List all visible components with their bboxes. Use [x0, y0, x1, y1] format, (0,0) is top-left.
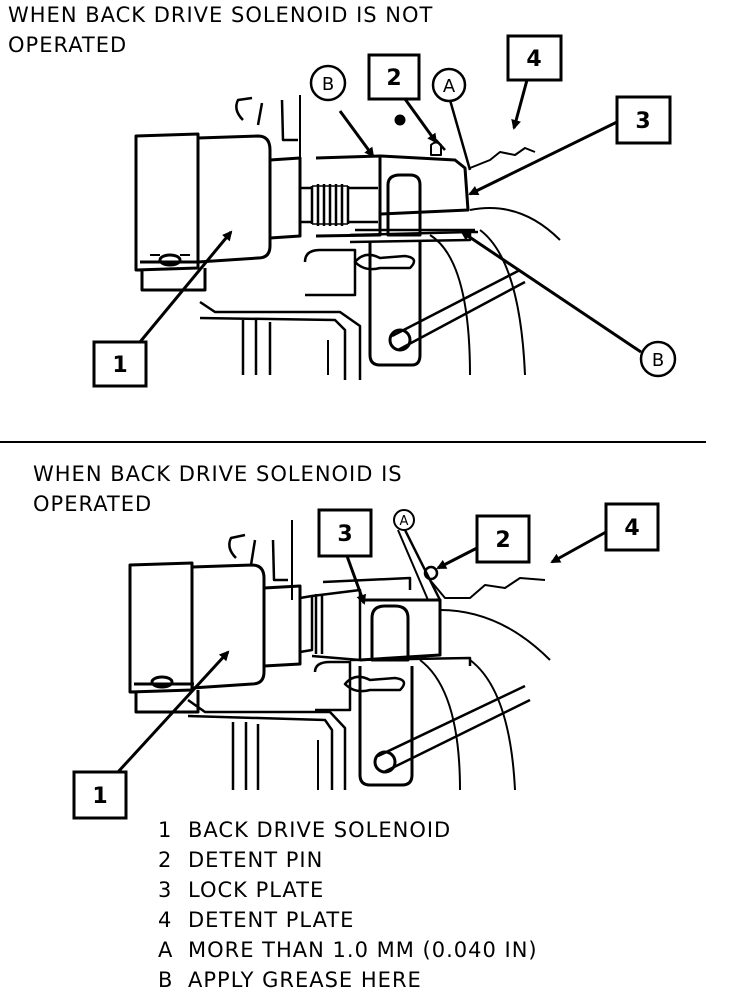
legend-text-1: BACK DRIVE SOLENOID: [188, 818, 452, 842]
bottom-callout-4-label: 4: [624, 516, 639, 541]
top-callout-b-right-circle: [639, 340, 677, 378]
legend-item-1: 1 BACK DRIVE SOLENOID: [158, 815, 538, 845]
top-caption-line2: OPERATED: [8, 33, 128, 57]
bottom-callout-a-label: A: [400, 514, 409, 529]
top-spring: [300, 184, 350, 226]
figure-divider: [0, 441, 706, 443]
bottom-callout-4-leader: [550, 530, 607, 564]
top-callout-2-label: 2: [386, 66, 401, 91]
top-callout-b-right-label: B: [652, 350, 664, 371]
top-callout-b-left-leader: [338, 110, 375, 158]
top-callout-b-left-label: B: [322, 74, 334, 95]
legend: 1 BACK DRIVE SOLENOID 2 DETENT PIN 3 LOCK P…: [158, 815, 538, 995]
legend-key-1: 1: [158, 818, 173, 842]
legend-key-4: 4: [158, 908, 173, 932]
top-callout-labels: 1 2 3 4 A B B: [112, 47, 664, 378]
bottom-callout-a-circle: [393, 509, 415, 531]
bottom-solenoid: [128, 561, 302, 714]
bottom-caption-line1: WHEN BACK DRIVE SOLENOID IS: [33, 462, 403, 486]
legend-item-b: B APPLY GREASE HERE: [158, 965, 538, 995]
bottom-callout-2-label: 2: [495, 528, 510, 553]
top-callout-4-box: [506, 34, 563, 82]
legend-text-b: APPLY GREASE HERE: [188, 968, 422, 992]
bottom-callout-labels: 1 2 3 4 A: [92, 514, 639, 809]
top-callouts: [92, 34, 677, 388]
bottom-caption-line2: OPERATED: [33, 492, 153, 516]
bottom-callout-3-label: 3: [337, 522, 352, 547]
bottom-callout-1-box: [72, 770, 128, 820]
bottom-figure: [128, 520, 551, 791]
legend-key-a: A: [158, 938, 174, 962]
bottom-callout-2-leader: [436, 546, 478, 570]
bottom-callout-1-leader: [116, 650, 230, 774]
top-callout-4-leader: [511, 79, 529, 130]
top-caption-line1: WHEN BACK DRIVE SOLENOID IS NOT: [8, 3, 434, 27]
legend-key-3: 3: [158, 878, 173, 902]
top-figure: [134, 95, 561, 380]
legend-key-b: B: [158, 968, 174, 992]
bottom-callout-3-leader: [345, 555, 366, 605]
bottom-callout-1-label: 1: [92, 784, 107, 809]
top-callout-1-leader: [138, 230, 233, 343]
top-solenoid: [134, 132, 302, 292]
bottom-figure-caption: WHEN BACK DRIVE SOLENOID IS OPERATED: [33, 459, 403, 519]
legend-key-2: 2: [158, 848, 173, 872]
top-callout-b-left-circle: [309, 64, 347, 102]
top-callout-3-label: 3: [635, 109, 650, 134]
legend-text-4: DETENT PLATE: [188, 908, 355, 932]
top-callout-1-box: [92, 340, 148, 388]
bottom-callout-3-box: [317, 508, 373, 558]
legend-item-3: 3 LOCK PLATE: [158, 875, 538, 905]
top-callout-4-label: 4: [526, 47, 541, 72]
top-callout-3-leader: [468, 120, 618, 196]
legend-text-a: MORE THAN 1.0 MM (0.040 IN): [188, 938, 538, 962]
top-callout-1-label: 1: [112, 353, 127, 378]
bottom-callouts: [72, 502, 660, 820]
legend-item-a: A MORE THAN 1.0 MM (0.040 IN): [158, 935, 538, 965]
top-callout-b-right-leader: [460, 230, 642, 354]
bottom-callout-4-box: [604, 502, 660, 552]
legend-item-2: 2 DETENT PIN: [158, 845, 538, 875]
top-callout-a-label: A: [443, 76, 456, 97]
top-callout-2-leader: [403, 98, 438, 144]
legend-text-3: LOCK PLATE: [188, 878, 325, 902]
top-callout-3-box: [615, 95, 672, 145]
top-callout-a-circle: [431, 67, 467, 103]
top-figure-caption: WHEN BACK DRIVE SOLENOID IS NOT OPERATED: [8, 0, 433, 60]
bottom-callout-2-box: [475, 514, 531, 564]
legend-item-4: 4 DETENT PLATE: [158, 905, 538, 935]
legend-text-2: DETENT PIN: [188, 848, 324, 872]
top-callout-2-box: [367, 53, 421, 101]
